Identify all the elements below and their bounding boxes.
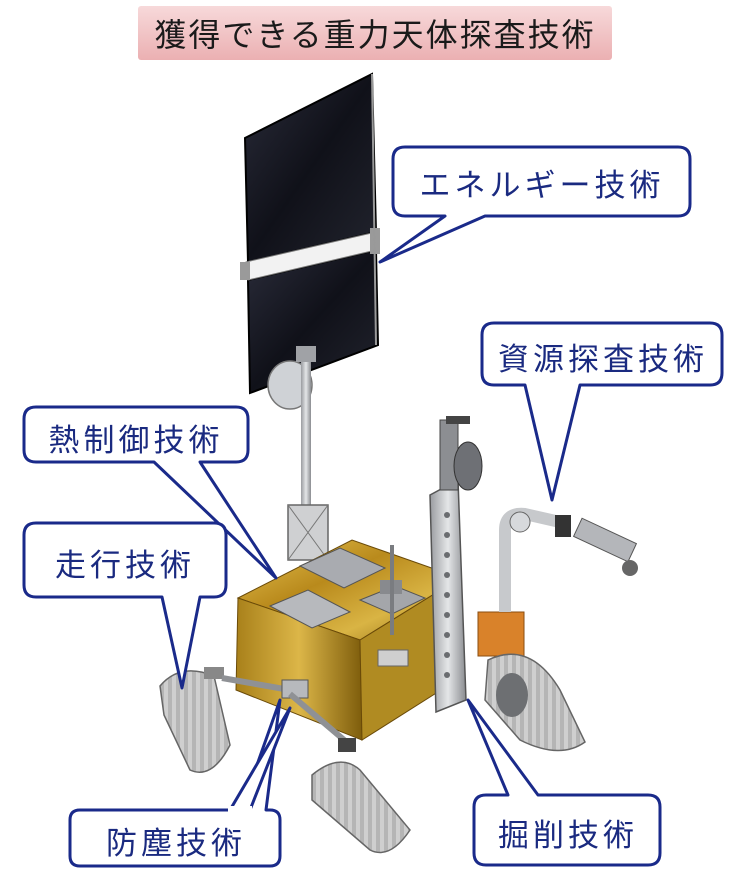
front-legs [221, 675, 356, 752]
callout-thermal-shape [22, 405, 278, 580]
callout-thermal: 熱制御技術 [48, 423, 224, 459]
title-banner: 獲得できる重力天体探査技術 [138, 6, 612, 60]
excavation-tower [429, 416, 483, 714]
callout-mobility: 走行技術 [55, 548, 195, 584]
callout-energy-shape [378, 145, 692, 264]
callout-dust: 防塵技術 [106, 826, 246, 862]
callout-resource: 資源探査技術 [498, 342, 708, 378]
callout-dust-leader [228, 706, 292, 811]
callout-resource-shape [480, 321, 724, 502]
callout-dust-mask [228, 806, 252, 814]
right-track [484, 653, 586, 752]
callout-energy: エネルギー技術 [419, 168, 665, 204]
antenna-mast [267, 346, 329, 561]
front-track [311, 761, 411, 854]
callout-mobility-shape [22, 521, 228, 690]
callout-excavation-shape [466, 698, 662, 867]
resource-arm [477, 507, 638, 657]
callout-excavation: 掘削技術 [498, 818, 638, 854]
callout-dust-shape [68, 698, 282, 868]
solar-panel [240, 72, 380, 395]
page-title: 獲得できる重力天体探査技術 [154, 16, 596, 54]
left-track [159, 667, 231, 773]
